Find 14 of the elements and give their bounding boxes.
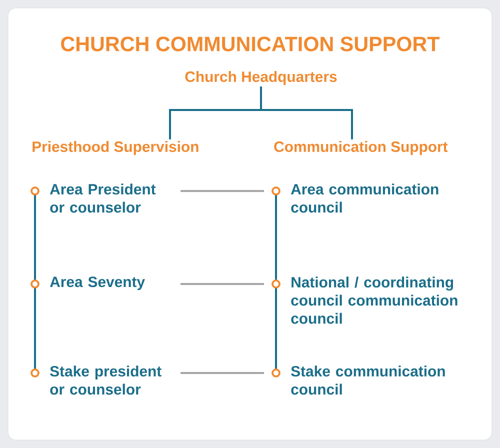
item-text: National / coordinating council communication council [291, 276, 458, 324]
bracket-line [260, 86, 353, 140]
connector-line [180, 283, 264, 285]
item-text: Area communication council [290, 184, 438, 213]
item-text: Area Seventy [50, 276, 145, 290]
heading: Priesthood Supervision [32, 141, 198, 155]
item-text: Stake communication council [291, 366, 445, 395]
item-text: Area President or counselor [50, 184, 156, 213]
heading: Communication Support [274, 141, 448, 155]
connector-line [180, 190, 264, 192]
connector-line [180, 372, 264, 374]
title: CHURCH COMMUNICATION SUPPORT [61, 36, 440, 52]
item-text: Stake president or counselor [50, 366, 162, 395]
heading: Church Headquarters [185, 71, 337, 85]
